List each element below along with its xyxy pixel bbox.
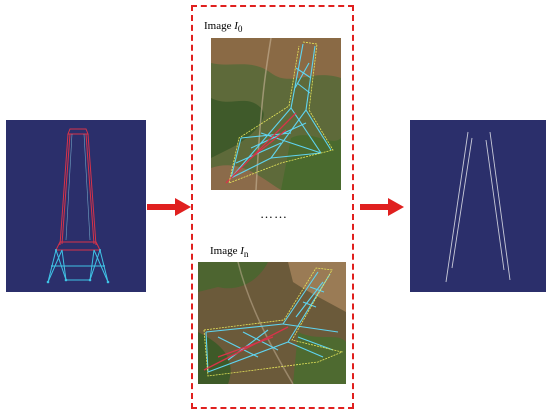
arrow-right-icon — [360, 196, 404, 218]
edge-lines-panel — [410, 120, 546, 292]
aerial-photo-last — [198, 262, 346, 384]
image-sequence-box — [191, 5, 354, 409]
ellipsis-text: …… — [260, 206, 288, 221]
image-label-last: Image In — [210, 245, 249, 260]
tower-edge-lines-icon — [445, 131, 511, 283]
tower-wireframe-model-icon — [46, 128, 110, 284]
aerial-photo-first — [211, 38, 341, 190]
tower-model-panel — [6, 120, 146, 292]
arrow-right-icon — [147, 196, 191, 218]
image-label-first: Image I0 — [204, 20, 243, 35]
